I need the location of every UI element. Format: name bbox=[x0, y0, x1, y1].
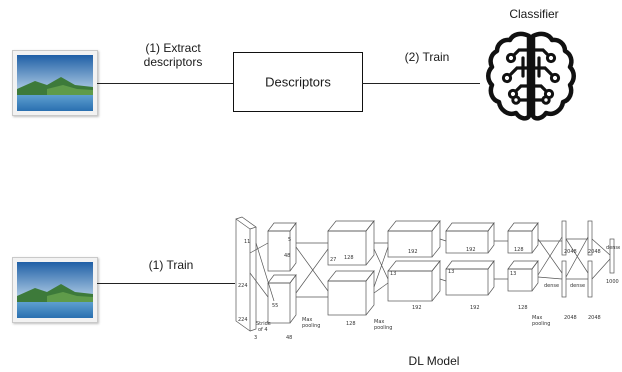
label-2048c: 2048 bbox=[588, 249, 601, 255]
label-128a: 128 bbox=[344, 255, 354, 261]
conv4-volume-bottom bbox=[446, 261, 494, 269]
label-192b: 192 bbox=[412, 305, 422, 311]
label-48b: 48 bbox=[286, 335, 292, 341]
conv4-volume-top bbox=[446, 223, 494, 231]
label-48: 48 bbox=[284, 253, 290, 259]
landscape-image-icon bbox=[17, 55, 93, 111]
conv1-volume-bottom bbox=[268, 275, 296, 283]
label-pooling-3: pooling bbox=[532, 321, 550, 327]
conv5-volume-bottom bbox=[508, 261, 538, 269]
extract-label-line1: (1) Extract bbox=[126, 41, 220, 55]
label-pooling-1: pooling bbox=[302, 323, 320, 329]
extract-label-line2: descriptors bbox=[126, 55, 220, 69]
label-192d: 192 bbox=[470, 305, 480, 311]
extract-descriptors-label: (1) Extract descriptors bbox=[126, 41, 220, 69]
conv3-volume-top bbox=[388, 221, 440, 231]
label-3: 3 bbox=[254, 335, 257, 341]
landscape-image-icon bbox=[17, 262, 93, 318]
label-13a: 13 bbox=[390, 271, 396, 277]
label-stride-of: of 4 bbox=[258, 327, 268, 333]
train-label-bottom: (1) Train bbox=[136, 258, 206, 272]
label-dense-3: dense bbox=[606, 245, 620, 251]
input-image-top bbox=[12, 50, 98, 116]
input-volume bbox=[236, 219, 250, 331]
label-192c: 192 bbox=[466, 247, 476, 253]
connector-line-train-bottom bbox=[97, 283, 235, 284]
label-192a: 192 bbox=[408, 249, 418, 255]
label-1000: 1000 bbox=[606, 279, 619, 285]
dense1-bottom bbox=[562, 261, 566, 297]
label-55: 55 bbox=[272, 303, 278, 309]
label-11: 11 bbox=[244, 239, 250, 245]
label-128c: 128 bbox=[514, 247, 524, 253]
label-13b: 13 bbox=[448, 269, 454, 275]
label-224a: 224 bbox=[238, 283, 248, 289]
brain-circuit-icon bbox=[483, 28, 579, 124]
dl-model-caption: DL Model bbox=[394, 354, 474, 368]
label-2048b: 2048 bbox=[564, 315, 577, 321]
label-128b: 128 bbox=[346, 321, 356, 327]
label-13c: 13 bbox=[510, 271, 516, 277]
classifier-title: Classifier bbox=[494, 7, 574, 21]
conv1-volume-top bbox=[268, 223, 296, 231]
label-27: 27 bbox=[330, 257, 336, 263]
label-224b: 224 bbox=[238, 317, 248, 323]
label-pooling-2: pooling bbox=[374, 325, 392, 331]
conv3-volume-bottom bbox=[388, 261, 440, 271]
descriptors-box: Descriptors bbox=[233, 52, 363, 112]
descriptors-box-label: Descriptors bbox=[234, 75, 362, 90]
label-dense-2: dense bbox=[570, 283, 585, 289]
label-5: 5 bbox=[288, 237, 291, 243]
input-image-bottom bbox=[12, 257, 98, 323]
label-2048a: 2048 bbox=[564, 249, 577, 255]
dense2-bottom bbox=[588, 261, 592, 297]
cnn-architecture-diagram: 224 224 11 3 Stride of 4 55 5 48 48 Max … bbox=[232, 213, 620, 343]
connector-line-extract bbox=[97, 83, 233, 84]
label-128d: 128 bbox=[518, 305, 528, 311]
label-dense-1: dense bbox=[544, 283, 559, 289]
train-label-top: (2) Train bbox=[392, 50, 462, 64]
conv5-volume-top bbox=[508, 223, 538, 231]
connector-line-train-top bbox=[362, 83, 480, 84]
label-2048d: 2048 bbox=[588, 315, 601, 321]
